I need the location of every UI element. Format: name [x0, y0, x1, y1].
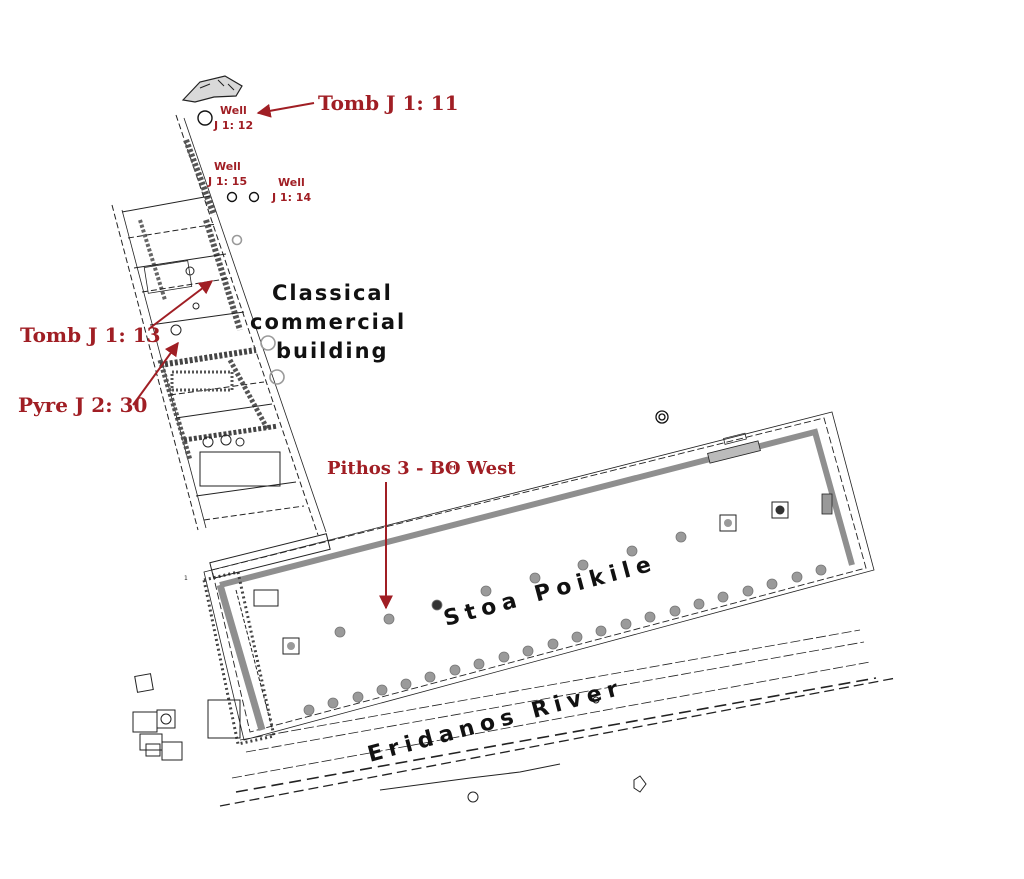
- label-pithos: Pithos 3 - ΒΘ West: [327, 458, 516, 479]
- stoa-inner-columns: [334, 531, 687, 638]
- label-well-j1-14-line2: J 1: 14: [271, 191, 311, 204]
- label-tomb-j1-13: Tomb J 1: 13: [20, 323, 161, 347]
- well-markers-gray: [231, 234, 285, 385]
- stoa-poikile-plan: [202, 411, 875, 746]
- southwest-features: [132, 673, 647, 793]
- label-classical-line3: building: [276, 339, 389, 363]
- annotation-arrows: [132, 102, 393, 610]
- arrow-tomb-j1-11: [256, 102, 315, 118]
- isolated-well-feature: [655, 410, 669, 424]
- stoa-outer-columns: [303, 564, 827, 716]
- label-well-j1-14-line1: Well: [278, 176, 305, 189]
- label-well-j1-12-line1: Well: [220, 104, 247, 117]
- label-well-j1-12-line2: J 1: 12: [213, 119, 253, 132]
- label-classical-line2: commercial: [250, 310, 406, 334]
- rubble-fragment-top: [181, 75, 243, 103]
- small-marker-1: 1: [184, 575, 188, 582]
- label-classical-line1: Classical: [272, 281, 393, 305]
- label-pyre-j2-30: Pyre J 2: 30: [18, 393, 147, 417]
- eridanos-river-channel: [219, 629, 897, 807]
- well-markers: [197, 110, 260, 203]
- arrow-pyre-j2-30: [132, 341, 179, 406]
- label-well-j1-15-line1: Well: [214, 160, 241, 173]
- label-tomb-j1-11: Tomb J 1: 11: [318, 91, 459, 115]
- label-eridanos-river: Eridanos River: [365, 675, 627, 768]
- arrow-tomb-j1-13: [149, 280, 214, 329]
- label-well-j1-15-line2: J 1: 15: [207, 175, 247, 188]
- classical-commercial-building-plan: [111, 114, 327, 536]
